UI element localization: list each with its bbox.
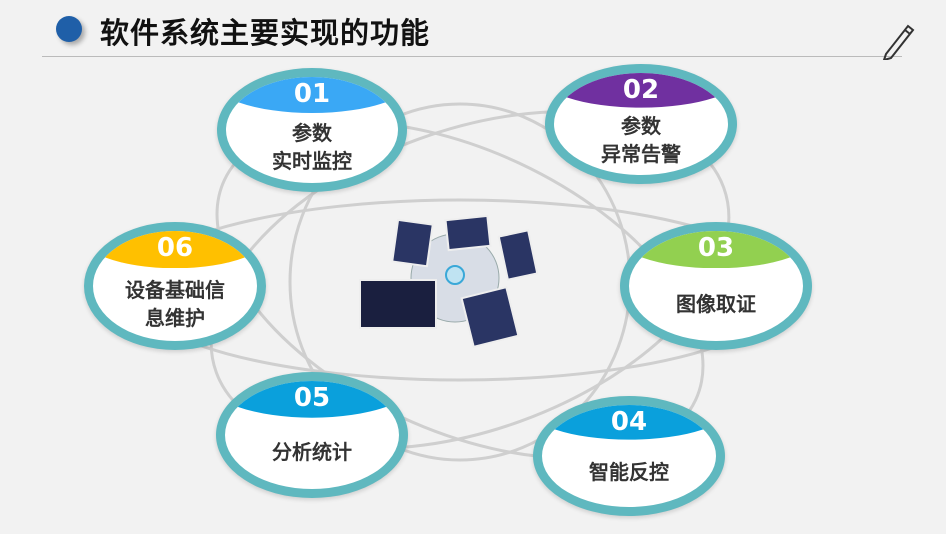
- node-label: 参数 实时监控: [272, 120, 352, 173]
- page-title: 软件系统主要实现的功能: [100, 16, 431, 50]
- node-number: 05: [293, 383, 331, 413]
- feature-node-01: 01 参数 实时监控: [217, 68, 407, 192]
- central-devices-illustration: [359, 214, 539, 349]
- node-number: 01: [293, 79, 331, 109]
- node-label: 图像取证: [676, 291, 756, 316]
- title-divider: [42, 56, 902, 57]
- feature-node-06: 06 设备基础信 息维护: [84, 222, 266, 350]
- node-label: 参数 异常告警: [601, 114, 681, 167]
- feature-node-03: 03 图像取证: [620, 222, 812, 350]
- node-label: 智能反控: [589, 460, 669, 485]
- node-label: 分析统计: [272, 440, 352, 465]
- pen-icon: [882, 24, 915, 60]
- node-number: 03: [697, 233, 735, 263]
- node-number: 06: [156, 233, 194, 263]
- feature-node-05: 05 分析统计: [216, 372, 408, 498]
- node-number: 04: [610, 407, 648, 437]
- node-number: 02: [622, 75, 660, 105]
- node-label: 设备基础信 息维护: [125, 277, 225, 330]
- feature-node-04: 04 智能反控: [533, 396, 725, 516]
- title-bullet-icon: [56, 16, 82, 42]
- feature-node-02: 02 参数 异常告警: [545, 64, 737, 184]
